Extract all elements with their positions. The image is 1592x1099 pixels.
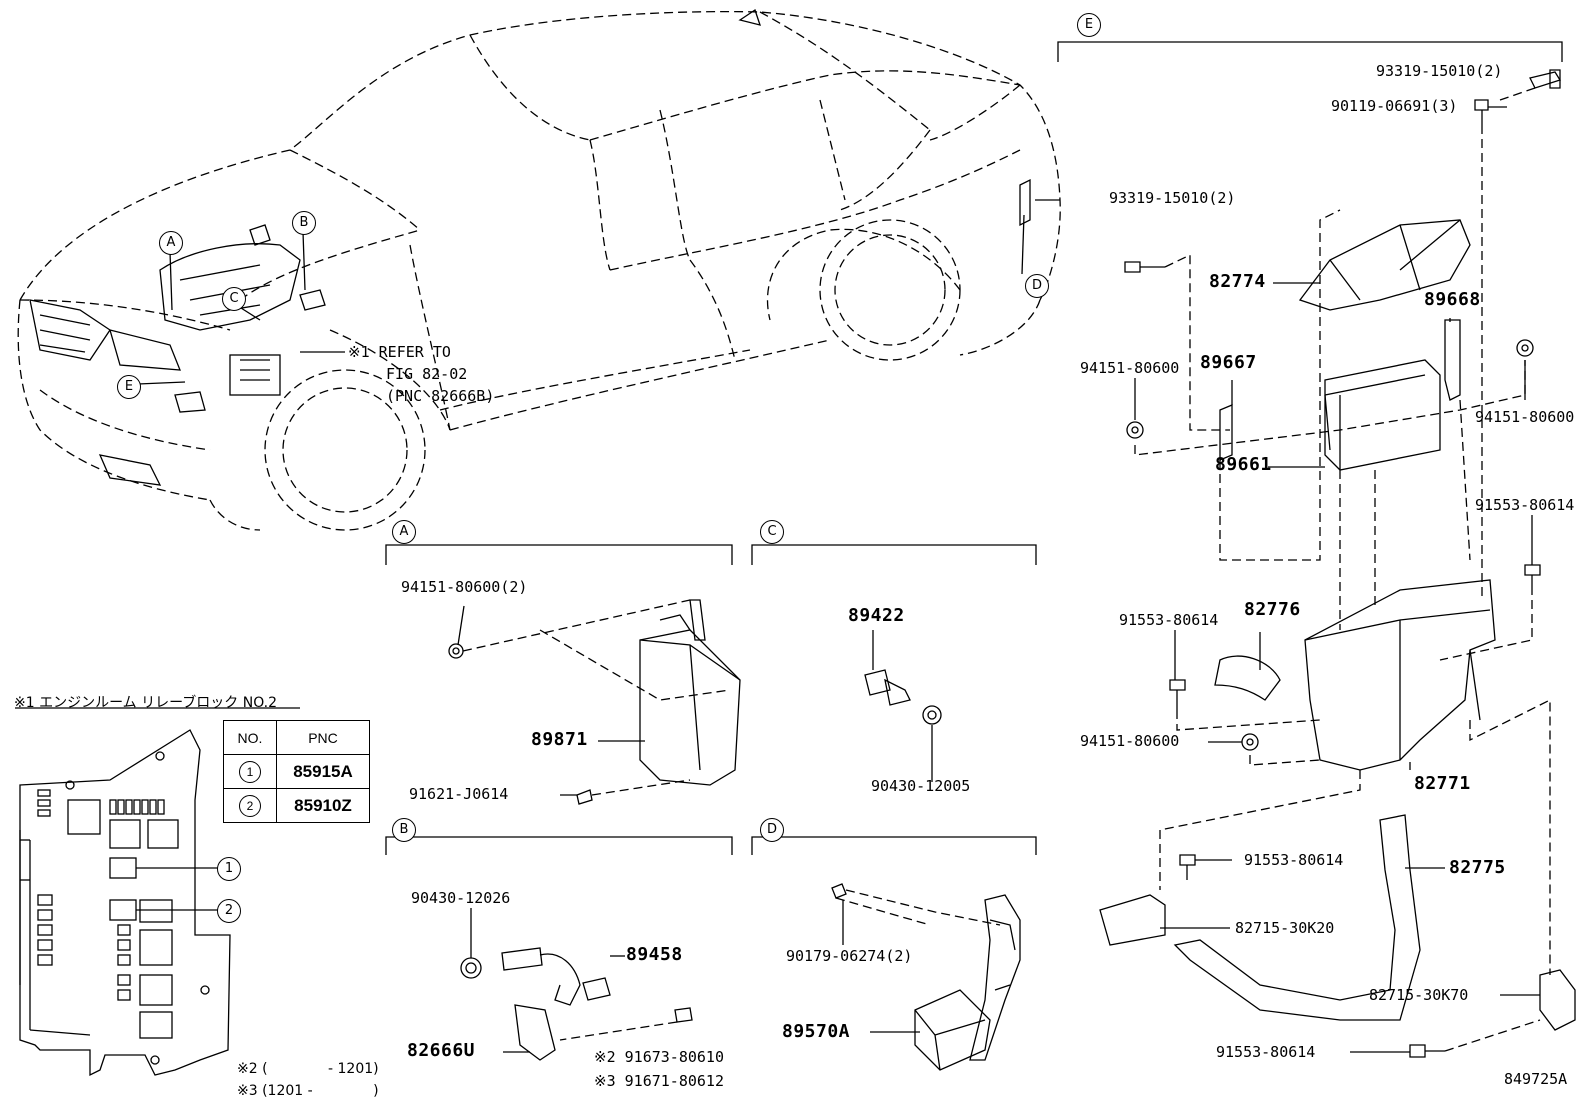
section-header-b: B <box>392 818 416 842</box>
car-body-outline <box>17 10 1061 531</box>
part-91621-j0614: 91621-J0614 <box>409 785 509 803</box>
part-89422: 89422 <box>848 605 905 626</box>
refer-note-line2: FIG 82-02 <box>386 365 468 383</box>
section-header-d: D <box>760 818 784 842</box>
pnc-table-header-pnc: PNC <box>276 720 370 755</box>
car-leaders <box>137 214 1025 385</box>
part-91553-80614-right: 91553-80614 <box>1475 496 1575 514</box>
section-brackets <box>15 41 1563 855</box>
part-94151-80600-right: 94151-80600 <box>1475 408 1575 426</box>
part-91553-80614-mid: 91553-80614 <box>1244 851 1344 869</box>
part-89661: 89661 <box>1215 454 1272 475</box>
part-82715-30k70: 82715-30K70 <box>1369 986 1469 1004</box>
pnc-table: NO. PNC 1 85915A 2 85910Z <box>223 720 370 823</box>
section-header-c: C <box>760 520 784 544</box>
part-82666u: 82666U <box>407 1040 476 1061</box>
part-91553-80614-bottom: 91553-80614 <box>1216 1043 1316 1061</box>
section-b-dashed <box>559 1021 678 1041</box>
section-d-dashed <box>835 889 1001 926</box>
car-front-details <box>29 8 761 486</box>
car-wheels <box>264 219 961 531</box>
part-89570a: 89570A <box>782 1021 851 1042</box>
callout-letter-a: A <box>159 231 183 255</box>
section-a-dashed <box>462 599 731 796</box>
part-89871: 89871 <box>531 729 588 750</box>
section-d-parts <box>831 883 1021 1071</box>
part-91673-80610: ※2 91673-80610 <box>594 1048 724 1066</box>
part-90119-06691: 90119-06691(3) <box>1331 97 1458 115</box>
section-header-a: A <box>392 520 416 544</box>
part-89667: 89667 <box>1200 352 1257 373</box>
note-serial-2: ※2 ( - 1201) <box>237 1061 379 1077</box>
refer-note-line3: (PNC 82666B) <box>386 387 495 405</box>
part-94151-80600-left: 94151-80600 <box>1080 359 1180 377</box>
pnc-table-pnc-2: 85910Z <box>276 788 370 823</box>
engine-components-sketch <box>159 178 1031 413</box>
part-90430-12026: 90430-12026 <box>411 889 511 907</box>
refer-note-line1: ※1 REFER TO <box>348 343 451 361</box>
pnc-table-no-1: 1 <box>223 754 277 789</box>
relay-callout-2: 2 <box>217 899 241 923</box>
part-91553-80614-left: 91553-80614 <box>1119 611 1219 629</box>
leader-lines <box>457 106 1540 1053</box>
section-e-dashed <box>1134 87 1551 1052</box>
part-90430-12005: 90430-12005 <box>871 777 971 795</box>
relay-callout-1: 1 <box>217 857 241 881</box>
part-82774: 82774 <box>1209 271 1266 292</box>
pnc-table-pnc-1: 85915A <box>276 754 370 789</box>
part-89668: 89668 <box>1424 289 1481 310</box>
callout-letter-e-car: E <box>117 375 141 399</box>
relay-block-title: ※1 エンジンルーム リレーブロック NO.2 <box>14 695 278 711</box>
part-93319-15010-left: 93319-15010(2) <box>1109 189 1236 207</box>
pnc-table-header-no: NO. <box>223 720 277 755</box>
part-82776: 82776 <box>1244 599 1301 620</box>
part-91671-80612: ※3 91671-80612 <box>594 1072 724 1090</box>
callout-letter-c: C <box>222 287 246 311</box>
part-82775: 82775 <box>1449 857 1506 878</box>
section-c-parts <box>864 630 942 725</box>
relay-block <box>19 729 231 1077</box>
part-82715-30k20: 82715-30K20 <box>1235 919 1335 937</box>
section-header-e: E <box>1077 13 1101 37</box>
section-a-parts <box>448 599 741 805</box>
section-b-parts <box>460 947 693 1061</box>
pnc-table-no-2: 2 <box>223 788 277 823</box>
part-89458: 89458 <box>626 944 683 965</box>
part-94151-80600-bottom: 94151-80600 <box>1080 732 1180 750</box>
callout-letter-b: B <box>292 211 316 235</box>
part-82771: 82771 <box>1414 773 1471 794</box>
figure-code: 849725A <box>1504 1070 1568 1088</box>
note-serial-3: ※3 (1201 - ) <box>237 1083 379 1099</box>
part-93319-15010-top: 93319-15010(2) <box>1376 62 1503 80</box>
callout-letter-d-car: D <box>1025 274 1049 298</box>
part-94151-80600-a: 94151-80600(2) <box>401 578 528 596</box>
part-90179-06274: 90179-06274(2) <box>786 947 913 965</box>
section-e-parts <box>1099 69 1576 1058</box>
